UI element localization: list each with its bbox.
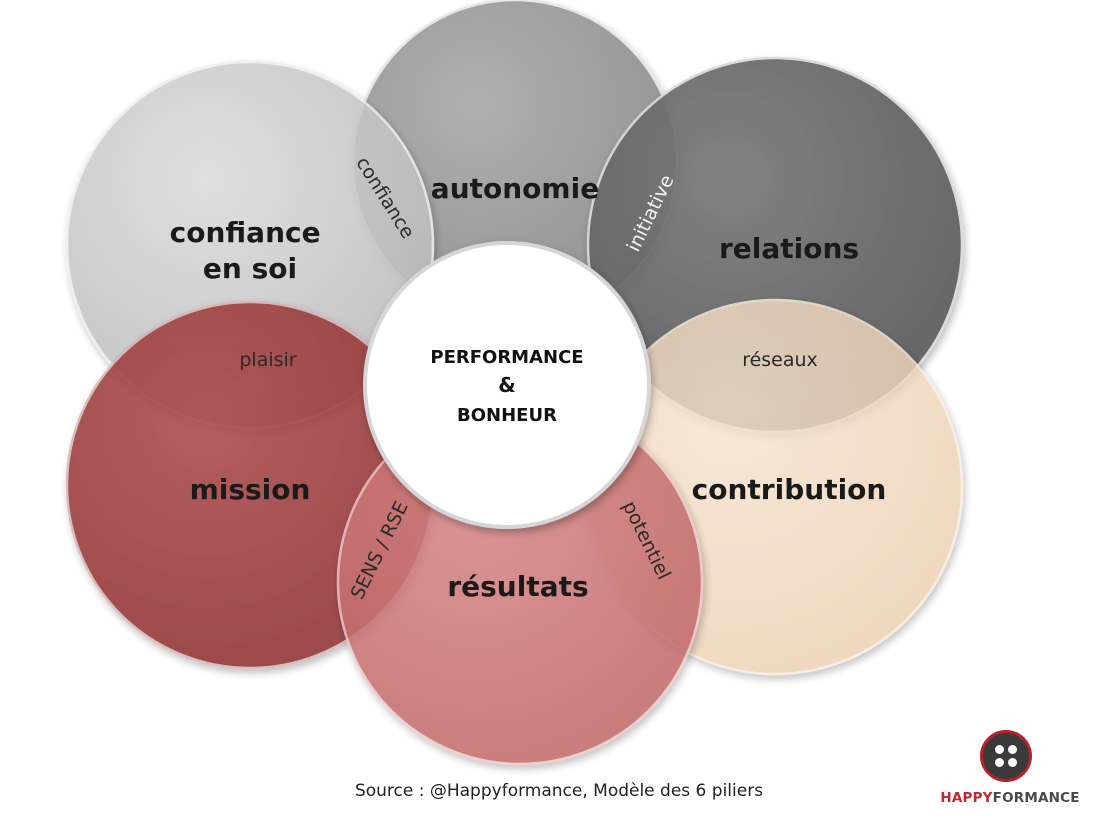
pillar-label-mission: mission (190, 473, 311, 506)
source-caption: Source : @Happyformance, Modèle des 6 pi… (354, 781, 764, 801)
center-label-performance: PERFORMANCE (430, 347, 583, 368)
center-label-ampersand: & (498, 373, 515, 397)
center-circle (363, 241, 651, 529)
button-logo-icon (980, 730, 1032, 782)
logo-wordmark-happy: HAPPY (940, 790, 993, 806)
pillar-label-confiance-en-soi: confiance en soi (170, 216, 331, 285)
center-label-bonheur: BONHEUR (457, 405, 557, 426)
pillar-label-resultats: résultats (447, 570, 588, 603)
overlap-label-plaisir: plaisir (239, 349, 296, 371)
pillar-label-relations: relations (719, 232, 859, 265)
happyformance-logo: HAPPYFORMANCE (935, 728, 1085, 813)
pillar-label-autonomie: autonomie (431, 172, 599, 205)
pillar-label-confiance-en-soi-line1: confiance (170, 216, 321, 249)
overlap-label-reseaux: réseaux (742, 349, 818, 371)
logo-wordmark-formance: FORMANCE (992, 790, 1080, 806)
pillar-label-confiance-en-soi-line2: en soi (203, 252, 297, 285)
logo-wordmark: HAPPYFORMANCE (935, 790, 1085, 806)
pillar-label-contribution: contribution (692, 473, 887, 506)
